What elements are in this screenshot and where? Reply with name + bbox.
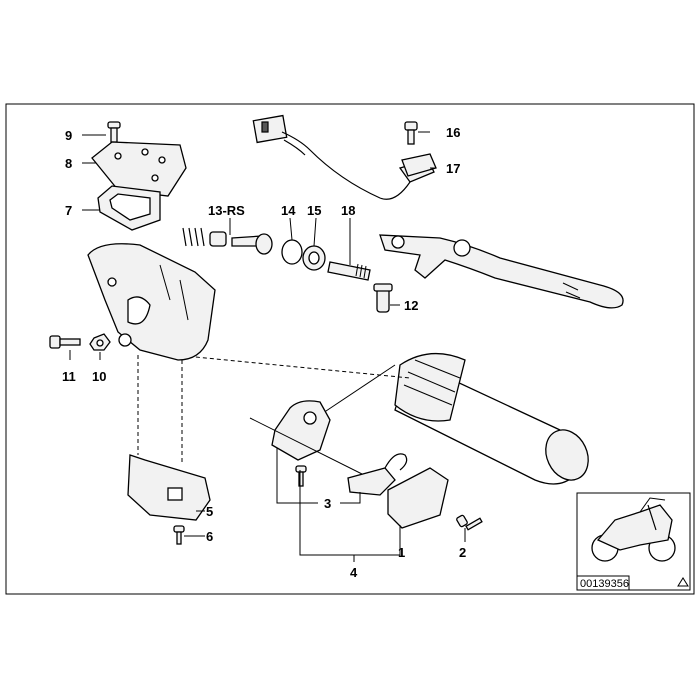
cover-8 xyxy=(91,141,187,197)
screw-9 xyxy=(107,121,121,143)
callout-5: 5 xyxy=(206,504,213,519)
lower-housing-5 xyxy=(127,454,211,521)
callout-2: 2 xyxy=(459,545,466,560)
ring-14 xyxy=(281,239,303,265)
bracket-plate xyxy=(271,400,331,461)
doc-number: 00139356 xyxy=(580,578,629,590)
callout-16: 16 xyxy=(446,125,460,140)
nut-10 xyxy=(89,333,111,351)
switch-cable xyxy=(249,417,371,479)
callout-3: 3 xyxy=(324,496,331,511)
callout-8: 8 xyxy=(65,156,72,171)
callout-11: 11 xyxy=(62,369,76,384)
screw-11 xyxy=(49,335,81,349)
callout-18: 18 xyxy=(341,203,355,218)
callout-17: 17 xyxy=(446,161,460,176)
locator-inset: 00139356 xyxy=(576,492,691,591)
switch-housing xyxy=(87,243,216,361)
screw-2 xyxy=(456,514,483,531)
pin-12 xyxy=(373,283,393,313)
callout-1: 1 xyxy=(398,545,405,560)
spring-13 xyxy=(182,227,273,255)
pin-18 xyxy=(327,261,371,281)
handlebar-axis-link xyxy=(319,364,396,416)
callout-leaders xyxy=(69,131,466,562)
clutch-lever xyxy=(379,234,624,309)
callout-15: 15 xyxy=(307,203,321,218)
cover-1 xyxy=(387,467,449,529)
switch-unit-3 xyxy=(347,453,408,496)
callout-10: 10 xyxy=(92,369,106,384)
gasket-7 xyxy=(97,185,161,231)
callout-7: 7 xyxy=(65,203,72,218)
handlebar-axis xyxy=(174,354,411,379)
screw-6 xyxy=(173,525,185,545)
doc-number-box xyxy=(576,575,630,591)
callout-6: 6 xyxy=(206,529,213,544)
callout-12: 12 xyxy=(404,298,418,313)
callout-4: 4 xyxy=(350,565,358,580)
handlebar-grip xyxy=(394,352,589,485)
motorcycle-icon xyxy=(591,497,676,562)
triangle-icon xyxy=(677,577,689,587)
callout-13-rs: 13-RS xyxy=(208,203,245,218)
callout-14: 14 xyxy=(281,203,296,218)
screw-16 xyxy=(404,121,418,145)
screw-3 xyxy=(295,465,307,487)
diagram-frame xyxy=(5,103,695,595)
sleeve-15 xyxy=(302,245,326,271)
callout-9: 9 xyxy=(65,128,72,143)
